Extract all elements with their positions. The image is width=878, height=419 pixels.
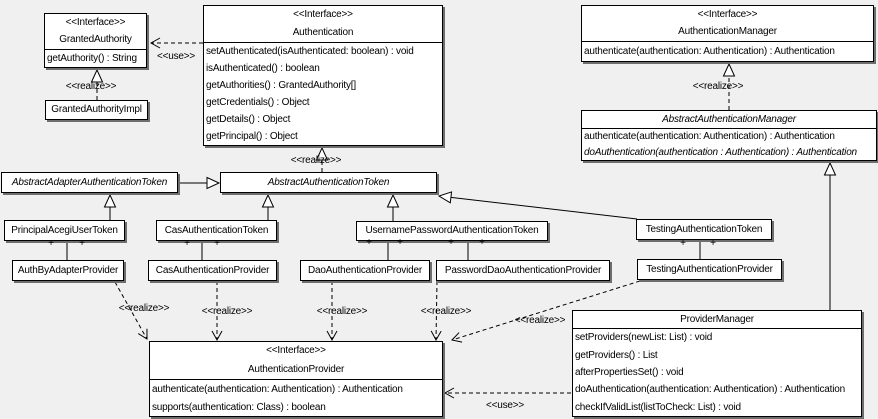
class-name: AbstractAdapterAuthenticationToken — [11, 176, 168, 188]
plus-marker: + — [397, 237, 403, 248]
realize-label: <<realize>> — [290, 155, 342, 166]
class-testing-authentication-provider: TestingAuthenticationProvider — [637, 259, 782, 280]
class-password-dao-authentication-provider: PasswordDaoAuthenticationProvider — [436, 260, 610, 281]
realize-label: <<realize>> — [316, 306, 368, 317]
method-label: getDetails() : Object — [206, 114, 291, 125]
use-label: <<use>> — [485, 400, 525, 411]
realize-label: <<realize>> — [514, 315, 566, 326]
method-label: getAuthority() : String — [47, 53, 137, 64]
realize-label: <<realize>> — [65, 81, 117, 92]
class-name: CasAuthenticationProvider — [155, 264, 270, 276]
realize-label: <<realize>> — [118, 303, 170, 314]
method-label: supports(authentication: Class) : boolea… — [152, 401, 326, 413]
class-principal-acegi-user-token: PrincipalAcegiUserToken — [4, 220, 125, 241]
class-name: TestingAuthenticationProvider — [646, 263, 773, 275]
realize-testingprovider-to-authprovider — [451, 280, 641, 343]
realize-label: <<realize>> — [692, 81, 744, 92]
class-name: TestingAuthenticationToken — [645, 223, 763, 235]
class-header: <<Interface>> AuthenticationProvider — [150, 342, 442, 380]
association-edges — [66, 240, 701, 261]
plus-marker: + — [366, 237, 372, 248]
method-label: authenticate(authentication: Authenticat… — [152, 383, 403, 395]
class-header: ProviderManager — [573, 311, 861, 329]
class-name: AbstractAuthenticationManager — [662, 113, 796, 125]
class-auth-by-adapter-provider: AuthByAdapterProvider — [12, 260, 124, 281]
realize-passworddao-to-authprovider — [430, 280, 442, 342]
class-name: ProviderManager — [680, 313, 754, 325]
stereotype-label: <<Interface>> — [293, 9, 353, 20]
method-label: getPrincipal() : Object — [206, 131, 298, 142]
method-label: setAuthenticated(isAuthenticated: boolea… — [206, 46, 414, 57]
class-testing-authentication-token: TestingAuthenticationToken — [636, 219, 772, 240]
class-name: AuthenticationManager — [678, 26, 777, 38]
class-name: CasAuthenticationToken — [164, 224, 269, 236]
method-label: getAuthorities() : GrantedAuthority[] — [206, 80, 356, 91]
use-edges — [149, 37, 571, 399]
plus-marker: + — [680, 238, 686, 249]
method-label: doAuthentication(authentication: Authent… — [575, 384, 845, 396]
generalization-edges — [103, 161, 837, 310]
realize-label: <<realize>> — [420, 306, 472, 317]
stereotype-label: <<Interface>> — [65, 16, 126, 28]
class-name: GrantedAuthority — [59, 34, 132, 46]
method-label: isAuthenticated() : boolean — [206, 63, 320, 74]
plus-marker: + — [184, 238, 190, 249]
gen-testing-to-abstract-token — [437, 191, 638, 220]
class-abstract-adapter-authentication-token: AbstractAdapterAuthenticationToken — [1, 172, 178, 193]
class-name: AbstractAuthenticationToken — [267, 176, 390, 188]
class-cas-authentication-provider: CasAuthenticationProvider — [148, 260, 277, 281]
method-label: getCredentials() : Object — [206, 97, 310, 108]
class-header: <<Interface>> AuthenticationManager — [582, 6, 873, 42]
class-name: AuthenticationProvider — [247, 363, 345, 375]
plus-marker: + — [710, 238, 716, 249]
class-dao-authentication-provider: DaoAuthenticationProvider — [300, 260, 430, 281]
class-header: <<Interface>> Authentication — [204, 6, 442, 43]
method-label: setProviders(newList: List) : void — [575, 332, 713, 344]
class-cas-authentication-token: CasAuthenticationToken — [156, 220, 277, 241]
method-label: checkIfValidList(listToCheck: List) : vo… — [575, 401, 741, 413]
class-name: GrantedAuthorityImpl — [51, 104, 142, 115]
plus-marker: + — [48, 238, 54, 249]
class-granted-authority-impl: GrantedAuthorityImpl — [45, 100, 148, 120]
realize-authby-to-authprovider — [114, 281, 148, 340]
class-abstract-authentication-manager: AbstractAuthenticationManager authentica… — [581, 110, 877, 161]
use-label: <<use>> — [156, 51, 196, 62]
class-name: AuthByAdapterProvider — [17, 264, 119, 276]
realize-label: <<realize>> — [201, 306, 253, 317]
realize-edges — [90, 62, 736, 343]
class-authentication-provider: <<Interface>> AuthenticationProvider aut… — [149, 341, 443, 417]
plus-marker: + — [79, 238, 85, 249]
stereotype-label: <<Interface>> — [697, 8, 758, 20]
class-authentication: <<Interface>> Authentication setAuthenti… — [203, 5, 443, 146]
plus-marker: + — [448, 237, 454, 248]
method-label: authenticate(authentication: Authenticat… — [584, 46, 835, 57]
class-granted-authority: <<Interface>> GrantedAuthority getAuthor… — [44, 13, 147, 68]
class-name: PrincipalAcegiUserToken — [11, 224, 118, 236]
class-abstract-authentication-token: AbstractAuthenticationToken — [220, 172, 437, 193]
method-label: afterPropertiesSet() : void — [575, 366, 684, 378]
class-username-password-authentication-token: UsernamePasswordAuthenticationToken — [356, 221, 548, 241]
class-provider-manager: ProviderManager setProviders(newList: Li… — [572, 310, 862, 417]
class-name: UsernamePasswordAuthenticationToken — [365, 225, 539, 236]
method-label: authenticate(authentication: Authenticat… — [584, 131, 835, 143]
plus-marker: + — [214, 238, 220, 249]
class-name: DaoAuthenticationProvider — [308, 264, 422, 276]
class-name: Authentication — [292, 27, 354, 38]
class-header: <<Interface>> GrantedAuthority — [45, 14, 146, 50]
class-header: AbstractAuthenticationManager — [582, 111, 876, 129]
plus-marker: + — [479, 237, 485, 248]
class-authentication-manager: <<Interface>> AuthenticationManager auth… — [581, 5, 874, 62]
stereotype-label: <<Interface>> — [266, 345, 326, 357]
method-label: getProviders() : List — [575, 349, 658, 361]
class-name: PasswordDaoAuthenticationProvider — [444, 264, 602, 276]
method-label: doAuthentication(authentication : Authen… — [584, 146, 857, 158]
